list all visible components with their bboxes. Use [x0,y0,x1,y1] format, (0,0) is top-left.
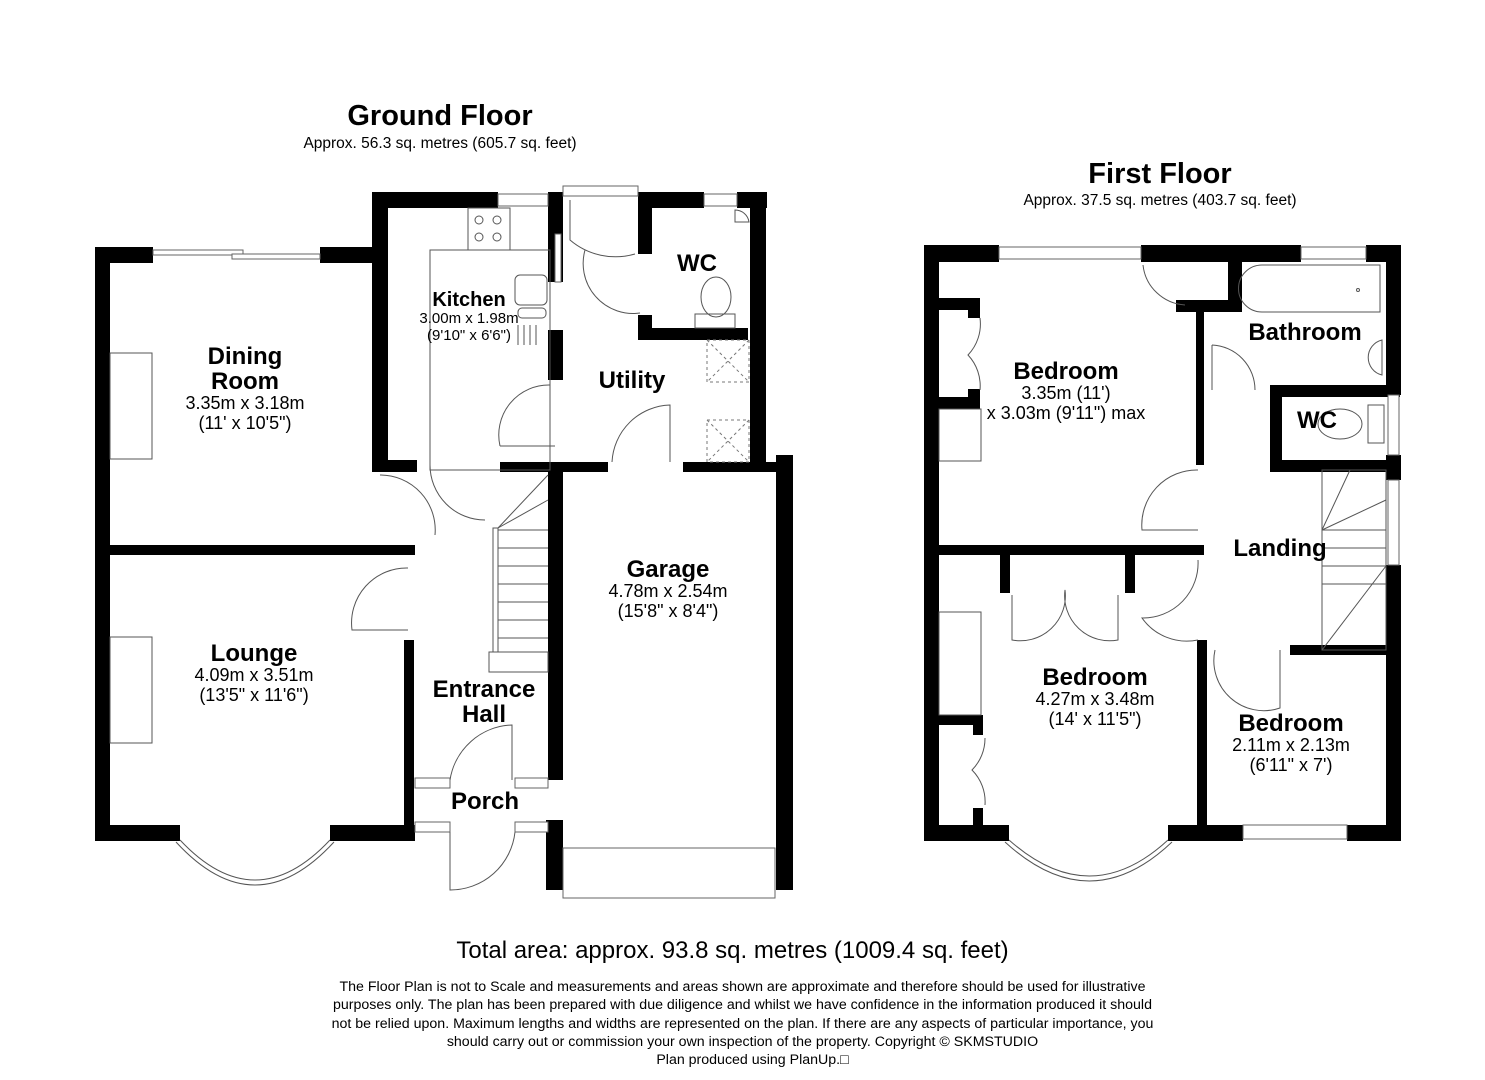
room-name: Bedroom [1042,664,1148,691]
room-dim-imperial: (14' x 11'5") [1048,708,1142,729]
room-bathroom: Bathroom [1248,320,1361,345]
ground-floor-title: Ground Floor [347,100,533,132]
first-floor-doors [967,264,1281,806]
room-dim-metric: 3.00m x 1.98m [419,310,519,327]
ground-floor-area: Approx. 56.3 sq. metres (605.7 sq. feet) [303,135,577,152]
room-name: Garage [626,556,710,583]
room-lounge: Lounge 4.09m x 3.51m (13'5" x 11'6") [194,641,313,706]
room-garage: Garage 4.78m x 2.54m (15'8" x 8'4") [608,557,727,622]
room-dim-imperial: (6'11" x 7') [1249,754,1333,775]
room-wc-first: WC [1297,408,1337,433]
disclaimer-line: should carry out or commission your own … [446,1033,1039,1050]
room-dining: Dining Room 3.35m x 3.18m (11' x 10'5") [185,344,304,434]
room-dim-metric: 3.35m (11') [1021,383,1111,404]
room-name: Entrance [432,676,536,703]
room-name: Landing [1233,535,1327,562]
disclaimer-line: Plan produced using PlanUp.□ [656,1052,849,1069]
disclaimer-line: purposes only. The plan has been prepare… [333,997,1152,1014]
room-name: Bedroom [1013,358,1119,385]
ground-floor-openings [152,185,776,899]
first-floor-title: First Floor [1088,158,1232,190]
room-utility: Utility [599,368,666,393]
room-dim-imperial: x 3.03m (9'11") max [986,402,1146,423]
room-kitchen: Kitchen 3.00m x 1.98m (9'10" x 6'6") [419,290,518,344]
room-dim-metric: 4.27m x 3.48m [1035,689,1155,710]
room-dim-metric: 4.09m x 3.51m [194,665,314,686]
room-name: WC [1297,407,1337,434]
room-dim-metric: 3.35m x 3.18m [185,393,305,414]
room-dim-imperial: (13'5" x 11'6") [199,684,309,705]
first-floor-fixtures [938,264,1387,716]
ground-floor-fixtures [109,207,750,744]
room-name: Kitchen [432,289,506,311]
total-area: Total area: approx. 93.8 sq. metres (100… [456,937,1009,964]
room-dim-imperial: (15'8" x 8'4") [617,600,719,621]
room-bedroom-1: Bedroom 3.35m (11') x 3.03m (9'11") max [987,359,1146,424]
first-floor-openings [998,246,1400,882]
room-name: Bathroom [1248,319,1362,346]
room-name: Bedroom [1238,710,1344,737]
room-dim-metric: 2.11m x 2.13m [1232,735,1350,756]
room-name: Porch [450,788,520,815]
room-porch: Porch [451,789,519,814]
room-dim-imperial: (9'10" x 6'6") [427,326,511,344]
room-dim-metric: 4.78m x 2.54m [608,581,728,602]
room-name-line2: Room [211,368,279,396]
first-floor-walls [924,245,1401,841]
disclaimer: The Floor Plan is not to Scale and measu… [0,978,1485,1069]
room-name: Lounge [210,640,298,667]
disclaimer-line: The Floor Plan is not to Scale and measu… [339,979,1146,995]
ground-floor-walls [95,192,793,890]
room-name: Utility [598,367,666,394]
first-floor-area: Approx. 37.5 sq. metres (403.7 sq. feet) [1023,192,1297,209]
ground-floor-doors [351,200,671,891]
disclaimer-line: not be relied upon. Maximum lengths and … [331,1015,1154,1032]
room-name: Dining [207,343,283,370]
room-landing: Landing [1233,536,1326,561]
room-entrance-hall: Entrance Hall [432,676,536,729]
room-dim-imperial: (11' x 10'5") [198,413,292,434]
room-wc-ground: WC [677,251,717,276]
room-bedroom-2: Bedroom 4.27m x 3.48m (14' x 11'5") [1035,665,1154,730]
room-name: WC [677,250,717,277]
room-bedroom-3: Bedroom 2.11m x 2.13m (6'11" x 7') [1232,711,1350,776]
room-name-line2: Hall [461,701,507,729]
